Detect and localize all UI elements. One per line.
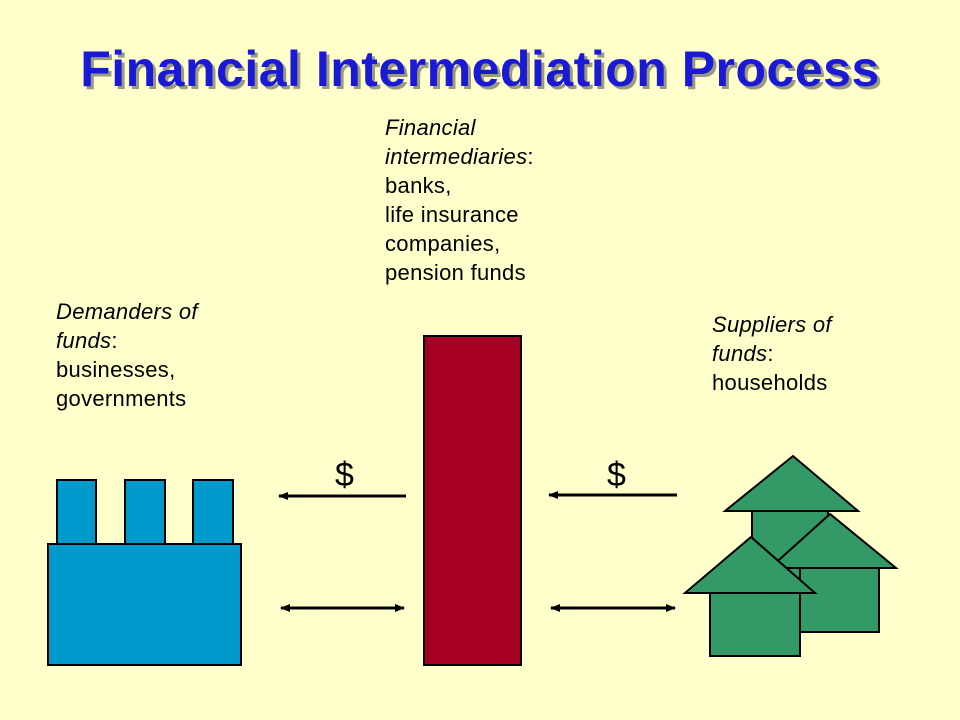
- page-title: Financial Intermediation Process: [80, 41, 880, 97]
- houses-icon: [682, 454, 899, 657]
- intermediaries-item: life insurance: [385, 202, 519, 227]
- factory-chimney: [124, 479, 166, 547]
- factory-chimney: [192, 479, 234, 547]
- dollar-sign-right: $: [607, 456, 626, 494]
- intermediaries-heading-1: Financial: [385, 115, 476, 140]
- demanders-heading-2: funds: [56, 328, 112, 353]
- intermediary-bar: [423, 335, 522, 666]
- demanders-heading-1: Demanders of: [56, 299, 198, 324]
- suppliers-label: Suppliers of funds: households: [712, 310, 832, 397]
- intermediaries-label: Financial intermediaries: banks, life in…: [385, 113, 534, 287]
- dollar-sign-left: $: [335, 456, 354, 494]
- intermediaries-heading-2: intermediaries: [385, 144, 528, 169]
- demanders-item: governments: [56, 386, 187, 411]
- suppliers-heading-1: Suppliers of: [712, 312, 832, 337]
- demanders-item: businesses,: [56, 357, 176, 382]
- factory-chimney: [56, 479, 97, 547]
- factory-icon: [47, 479, 242, 666]
- intermediaries-colon: :: [527, 144, 534, 169]
- demanders-label: Demanders of funds: businesses, governme…: [56, 297, 198, 413]
- intermediaries-item: pension funds: [385, 260, 526, 285]
- suppliers-heading-2: funds: [712, 341, 768, 366]
- factory-body: [47, 543, 242, 666]
- house-front: [682, 535, 818, 657]
- house-right: [767, 512, 899, 633]
- suppliers-item: households: [712, 370, 828, 395]
- intermediaries-item: companies,: [385, 231, 501, 256]
- suppliers-colon: :: [767, 341, 774, 366]
- flow-arrows: [278, 491, 677, 612]
- demanders-colon: :: [111, 328, 118, 353]
- intermediaries-item: banks,: [385, 173, 452, 198]
